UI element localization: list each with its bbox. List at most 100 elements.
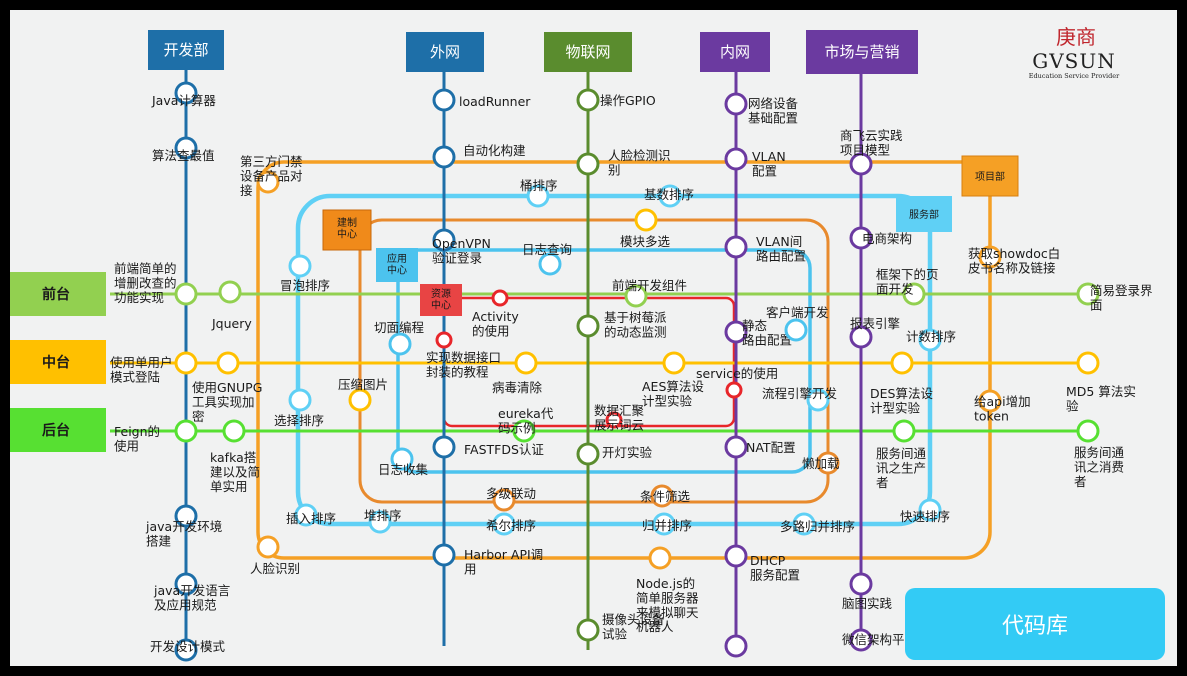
- station-circle[interactable]: [514, 351, 538, 375]
- station-misc-35[interactable]: 堆排序: [364, 508, 402, 534]
- station-circle[interactable]: [512, 419, 536, 443]
- station-misc-7[interactable]: 切面编程: [374, 320, 425, 356]
- station-misc-1[interactable]: 桶排序: [520, 178, 558, 208]
- station-misc-9[interactable]: 前端开发组件: [612, 278, 687, 308]
- station-static-route[interactable]: 静态路由配置: [724, 318, 792, 347]
- station-misc-3[interactable]: 模块多选: [620, 208, 671, 249]
- station-vlan-route[interactable]: VLAN间路由配置: [724, 234, 806, 263]
- station-circle[interactable]: [256, 535, 280, 559]
- station-circle[interactable]: [806, 388, 830, 412]
- station-circle[interactable]: [816, 451, 840, 475]
- station-misc-4[interactable]: 日志查询: [522, 242, 572, 276]
- station-circle[interactable]: [492, 488, 516, 512]
- station-circle[interactable]: [648, 546, 672, 570]
- station-misc-33[interactable]: 条件筛选: [640, 484, 691, 508]
- station-fastfds[interactable]: FASTFDS认证: [432, 435, 544, 459]
- station-misc-5[interactable]: 冒泡排序: [280, 254, 330, 293]
- station-circle[interactable]: [634, 208, 658, 232]
- station-misc-40[interactable]: 人脸识别: [250, 535, 300, 576]
- station-circle[interactable]: [902, 282, 926, 306]
- station-misc-16[interactable]: 压缩图片: [338, 377, 388, 412]
- station-circle[interactable]: [216, 351, 240, 375]
- station-circle[interactable]: [1076, 419, 1100, 443]
- station-circle[interactable]: [348, 388, 372, 412]
- station-camera[interactable]: 摄像头设备试验: [576, 612, 665, 642]
- dept-project[interactable]: 项目部: [961, 155, 1019, 197]
- station-circle[interactable]: [978, 389, 1002, 413]
- station-nat[interactable]: NAT配置: [724, 435, 796, 459]
- station-circle[interactable]: [652, 512, 676, 536]
- station-misc-20[interactable]: 流程引擎开发: [762, 386, 838, 412]
- station-misc-17[interactable]: 病毒清除: [492, 351, 543, 395]
- station-misc-28[interactable]: 服务间通讯之消费者: [1074, 419, 1125, 489]
- dept-build[interactable]: 建制中心: [322, 209, 372, 251]
- station-misc-34[interactable]: 插入排序: [286, 503, 336, 527]
- station-misc-2[interactable]: 基数排序: [644, 184, 694, 208]
- station-misc-23[interactable]: MD5 算法实验: [1066, 351, 1136, 413]
- station-circle[interactable]: [526, 184, 550, 208]
- station-net-device[interactable]: 网络设备基础配置: [724, 92, 799, 125]
- station-feign[interactable]: Feign的使用: [114, 419, 198, 453]
- station-misc-14[interactable]: 简易登录界面: [1076, 282, 1153, 312]
- station-misc-19[interactable]: service的使用: [696, 366, 778, 399]
- station-circle[interactable]: [294, 503, 318, 527]
- code-library-button[interactable]: 代码库: [905, 588, 1165, 660]
- station-circle[interactable]: [288, 388, 312, 412]
- station-misc-13[interactable]: 获取showdoc白皮书名称及链接: [968, 245, 1060, 275]
- row-qiantai[interactable]: 前台: [10, 272, 106, 316]
- station-wechat[interactable]: 微信架构平台: [842, 628, 917, 652]
- station-circle[interactable]: [256, 170, 280, 194]
- station-face-detect[interactable]: 人脸检测识别: [576, 148, 671, 177]
- station-misc-25[interactable]: eureka代码示例: [498, 406, 554, 443]
- dept-app[interactable]: 应用中心: [376, 248, 418, 282]
- header-kaifabu[interactable]: 开发部: [148, 30, 224, 70]
- station-misc-12[interactable]: 计数排序: [906, 328, 956, 352]
- station-design-pattern[interactable]: 开发设计模式: [150, 638, 226, 662]
- station-light[interactable]: 开灯实验: [576, 442, 653, 466]
- station-loadrunner[interactable]: loadRunner: [432, 88, 531, 112]
- station-single-user[interactable]: 使用单用户模式登陆: [110, 351, 198, 384]
- station-algo-max[interactable]: 算法查最值: [152, 136, 215, 163]
- station-misc-18[interactable]: AES算法设计型实验: [642, 351, 704, 408]
- station-misc-21[interactable]: DES算法设计型实验: [870, 351, 933, 415]
- station-misc-27[interactable]: 服务间通讯之生产者: [876, 419, 927, 490]
- station-misc-30[interactable]: 日志收集: [378, 447, 429, 477]
- station-misc-36[interactable]: 希尔排序: [486, 512, 536, 536]
- row-houtai[interactable]: 后台: [10, 408, 106, 452]
- header-neiwang[interactable]: 内网: [700, 32, 770, 72]
- station-circle[interactable]: [288, 254, 312, 278]
- station-misc-24[interactable]: 选择排序: [274, 388, 324, 428]
- header-wulianwang[interactable]: 物联网: [544, 32, 632, 72]
- dept-service[interactable]: 服务部: [896, 196, 952, 232]
- station-circle[interactable]: [605, 411, 623, 429]
- station-circle[interactable]: [918, 498, 942, 522]
- station-circle[interactable]: [491, 289, 509, 307]
- station-misc-31[interactable]: 懒加载: [802, 451, 840, 475]
- row-zhongtai[interactable]: 中台: [10, 340, 106, 384]
- station-circle[interactable]: [1076, 351, 1100, 375]
- station-raspberry[interactable]: 基于树莓派的动态监测: [576, 310, 667, 339]
- station-misc-29[interactable]: kafka搭建以及简单实用: [210, 419, 260, 494]
- station-neiwang-end[interactable]: [724, 634, 748, 658]
- station-circle[interactable]: [890, 351, 914, 375]
- station-java-env[interactable]: java开发环境搭建: [145, 504, 222, 548]
- station-misc-6[interactable]: Jquery: [211, 280, 252, 331]
- dept-resource[interactable]: 资源中心: [420, 284, 462, 316]
- station-data-interface[interactable]: 实现数据接口封装的教程: [426, 331, 501, 379]
- station-shangfei[interactable]: 商飞云实践项目模型: [840, 128, 903, 176]
- station-circle[interactable]: [492, 512, 516, 536]
- station-report[interactable]: 报表引擎: [849, 316, 900, 349]
- station-circle[interactable]: [218, 280, 242, 304]
- station-circle[interactable]: [390, 447, 414, 471]
- station-misc-38[interactable]: 多路归并排序: [780, 512, 855, 536]
- station-circle[interactable]: [538, 252, 562, 276]
- station-misc-0[interactable]: 第三方门禁设备产品对接: [240, 154, 303, 198]
- station-ecommerce[interactable]: 电商架构: [849, 226, 912, 250]
- station-circle[interactable]: [918, 328, 942, 352]
